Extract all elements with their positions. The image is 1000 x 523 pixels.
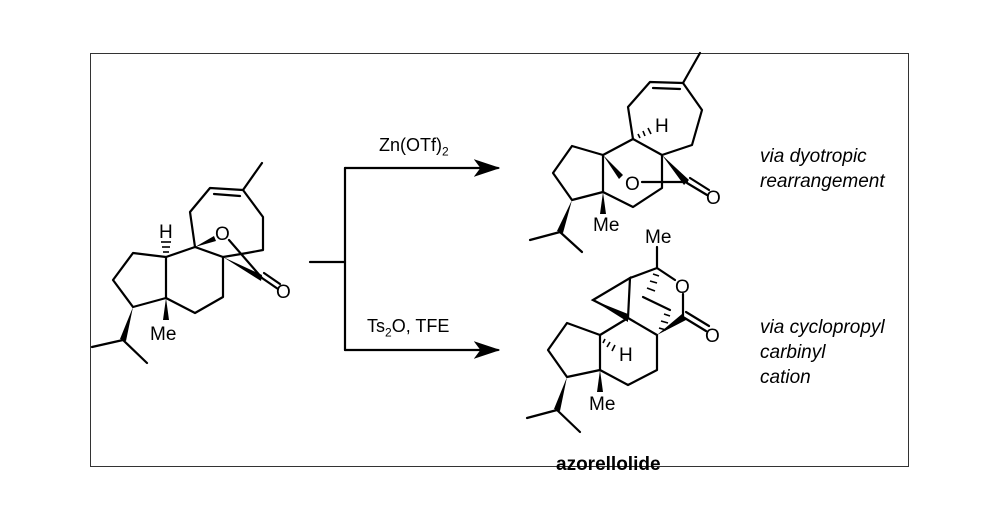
methyl-label: Me bbox=[645, 227, 671, 248]
bottom-mechanism-note: via cyclopropyl carbinyl cation bbox=[760, 315, 885, 390]
atom-h: H bbox=[619, 345, 633, 366]
atom-o: O bbox=[276, 282, 291, 303]
reagent-text: O, TFE bbox=[391, 316, 450, 336]
note-line: carbinyl bbox=[760, 342, 826, 363]
atom-o: O bbox=[625, 174, 640, 195]
atom-h: H bbox=[159, 222, 173, 243]
methyl-label: Me bbox=[593, 215, 619, 236]
bottom-reagent: Ts2O, TFE bbox=[367, 314, 449, 346]
atom-o: O bbox=[215, 224, 230, 245]
reaction-arrows bbox=[308, 159, 501, 359]
reagent-subscript: 2 bbox=[442, 144, 449, 159]
dyotropic-product: H O O Me bbox=[528, 51, 721, 254]
scheme-frame bbox=[90, 53, 909, 467]
note-line: via cyclopropyl bbox=[760, 317, 885, 338]
atom-o: O bbox=[705, 326, 720, 347]
azorellolide-structure: Me O O H Me bbox=[525, 227, 720, 434]
reagent-subscript: 2 bbox=[385, 325, 392, 340]
note-line: via dyotropic bbox=[760, 146, 867, 167]
product-name: azorellolide bbox=[556, 454, 661, 475]
atom-o: O bbox=[706, 188, 721, 209]
top-reagent: Zn(OTf)2 bbox=[379, 133, 449, 165]
top-mechanism-note: via dyotropic rearrangement bbox=[760, 144, 885, 194]
note-line: rearrangement bbox=[760, 171, 885, 192]
methyl-label: Me bbox=[589, 394, 615, 415]
reagent-text: Zn(OTf) bbox=[379, 135, 442, 155]
methyl-label: Me bbox=[150, 324, 176, 345]
note-line: cation bbox=[760, 367, 811, 388]
atom-o: O bbox=[675, 277, 690, 298]
reagent-text: Ts bbox=[367, 316, 385, 336]
starting-material: H O O Me bbox=[90, 161, 291, 365]
atom-h: H bbox=[655, 116, 669, 137]
